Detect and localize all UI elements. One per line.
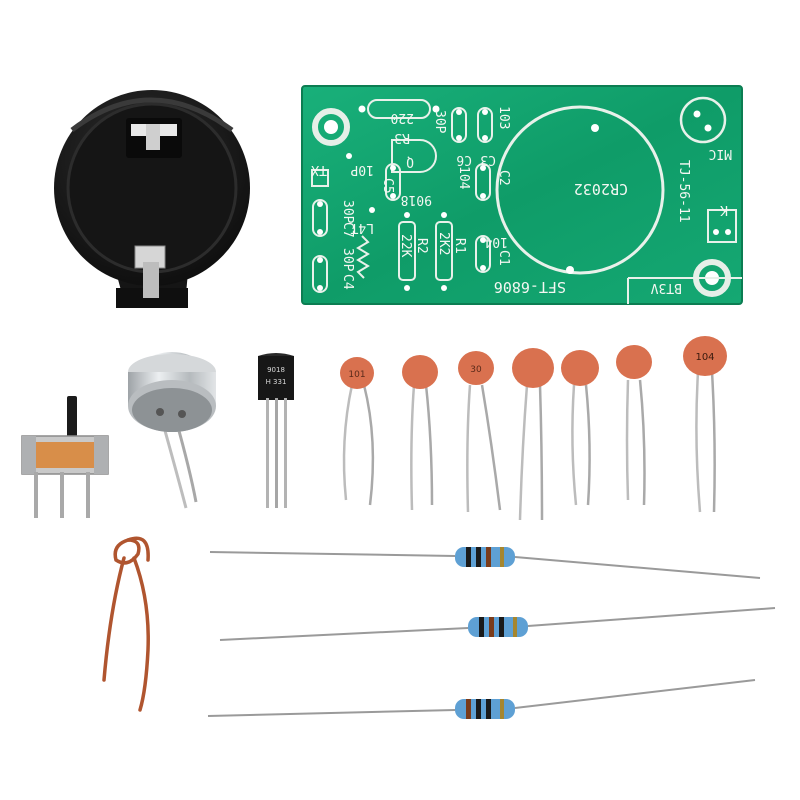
label-tx: TX [311, 162, 327, 177]
label-c2: C2 [496, 170, 511, 186]
capacitor-marking: 104 [695, 352, 714, 363]
capacitor-marking: 30 [470, 365, 482, 375]
label-r1: R1 [452, 238, 467, 254]
label-switch: K [720, 202, 728, 217]
silkscreen-labels: 220 R3 30P C6 103 C3 TX 10P C5 9018 Q 10… [311, 106, 732, 296]
label-c7-value: 30P [340, 200, 355, 224]
capacitor [561, 350, 599, 506]
capacitor [402, 355, 438, 511]
label-r3: R3 [394, 130, 410, 145]
copper-coil [102, 536, 150, 712]
label-c2-value: 104 [456, 166, 471, 190]
capacitor: 30 [458, 351, 502, 513]
label-c3: C3 [480, 152, 496, 167]
label-c4: C4 [340, 274, 355, 290]
label-battery-ref: BT3V [651, 280, 682, 295]
capacitor: 104 [683, 336, 727, 513]
label-l: L4T [350, 220, 374, 235]
transistor-marking-1: 9018 [267, 366, 285, 374]
capacitor [616, 345, 652, 506]
label-c7: C7 [340, 222, 355, 238]
label-c6: C6 [456, 152, 472, 167]
resistor [209, 547, 761, 579]
label-c6-value: 30P [432, 110, 447, 134]
battery-outline [495, 105, 665, 275]
label-r2-value: 22K [398, 234, 413, 258]
label-q-part: 9018 [401, 192, 432, 207]
label-c3-value: 103 [496, 106, 511, 129]
slide-switch [21, 396, 109, 518]
capacitor [512, 348, 554, 521]
electret-microphone [128, 352, 216, 509]
mounting-hole [312, 108, 350, 146]
ceramic-capacitors: 101 30 [340, 336, 727, 521]
transistor: 9018 H 331 [258, 353, 294, 508]
resistor [219, 607, 776, 641]
resistor [207, 679, 756, 719]
capacitor: 101 [340, 357, 375, 506]
label-c5-value: 10P [350, 162, 374, 177]
label-battery: CR2032 [574, 180, 628, 198]
capacitor-marking: 101 [348, 370, 365, 380]
mic-outline [679, 96, 727, 144]
label-model: SFT-6806 [494, 278, 566, 296]
pcb-board: 220 R3 30P C6 103 C3 TX 10P C5 9018 Q 10… [301, 85, 743, 305]
battery-holder [54, 90, 250, 308]
label-c1-value: 104 [484, 234, 508, 249]
label-c4-value: 30P [340, 248, 355, 272]
label-r3-value: 220 [391, 110, 414, 125]
label-r1-value: 2K2 [436, 232, 451, 255]
label-c1: C1 [496, 250, 511, 266]
label-q: Q [406, 154, 414, 169]
label-c5: C5 [380, 178, 395, 194]
label-mic: MIC [709, 146, 732, 161]
label-mic-part: TJ-56-11 [676, 160, 691, 223]
transistor-marking-2: H 331 [266, 378, 287, 386]
label-r2: R2 [414, 238, 429, 254]
